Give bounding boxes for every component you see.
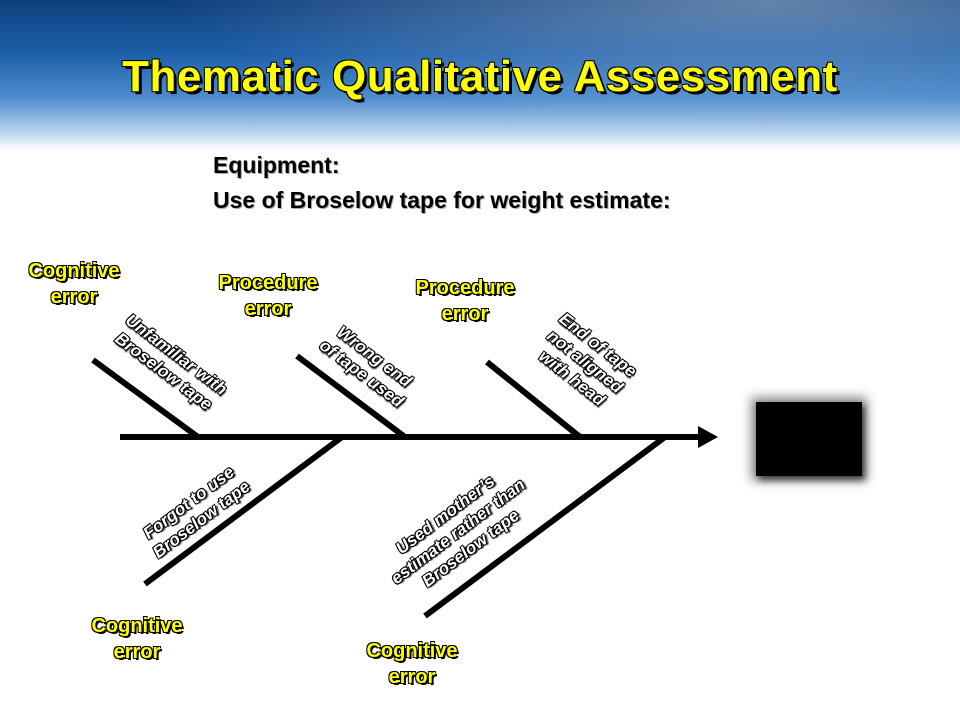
bone-top-2 (295, 353, 407, 440)
effect-box (756, 402, 862, 476)
category-label-top-2: Procedure error (198, 270, 338, 322)
bone-top-1 (91, 357, 200, 440)
subtitle-equipment: Equipment: (213, 152, 340, 178)
category-line: Procedure (218, 272, 318, 294)
subtitle-description: Use of Broselow tape for weight estimate… (213, 187, 671, 213)
header-glow (0, 0, 960, 150)
category-line: Cognitive (28, 260, 120, 282)
spine-arrowhead (698, 426, 718, 448)
category-line: Cognitive (366, 640, 458, 662)
header-band (0, 0, 960, 150)
bone-bottom-2 (423, 434, 667, 619)
category-line: Cognitive (91, 615, 183, 637)
bone-bottom-1 (143, 434, 344, 587)
category-line: error (113, 641, 161, 663)
category-label-top-3: Procedure error (395, 275, 535, 327)
category-label-top-1: Cognitive error (4, 258, 144, 310)
bone-top-3 (485, 359, 582, 440)
category-label-bottom-2: Cognitive error (342, 638, 482, 690)
category-line: error (50, 286, 98, 308)
category-line: error (388, 666, 436, 688)
category-line: Procedure (415, 277, 515, 299)
category-line: error (244, 298, 292, 320)
category-line: error (441, 303, 489, 325)
slide-title: Thematic Qualitative Assessment (122, 52, 838, 101)
category-label-bottom-1: Cognitive error (67, 613, 207, 665)
